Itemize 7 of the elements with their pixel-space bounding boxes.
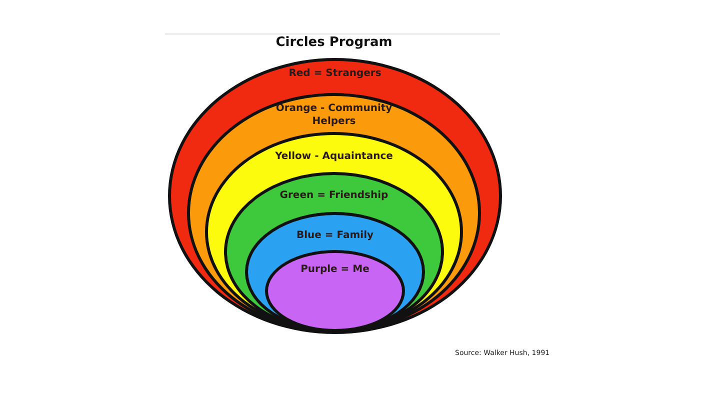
- band-label: Yellow - Aquaintance: [274, 150, 394, 163]
- band-label: Red = Strangers: [288, 67, 382, 80]
- title: Circles Program: [274, 35, 394, 50]
- band-label: Green = Friendship: [278, 189, 390, 202]
- band-label: Purple = Me: [300, 263, 370, 276]
- band-label: Orange - Community Helpers: [274, 102, 394, 128]
- band-label: Blue = Family: [295, 229, 375, 242]
